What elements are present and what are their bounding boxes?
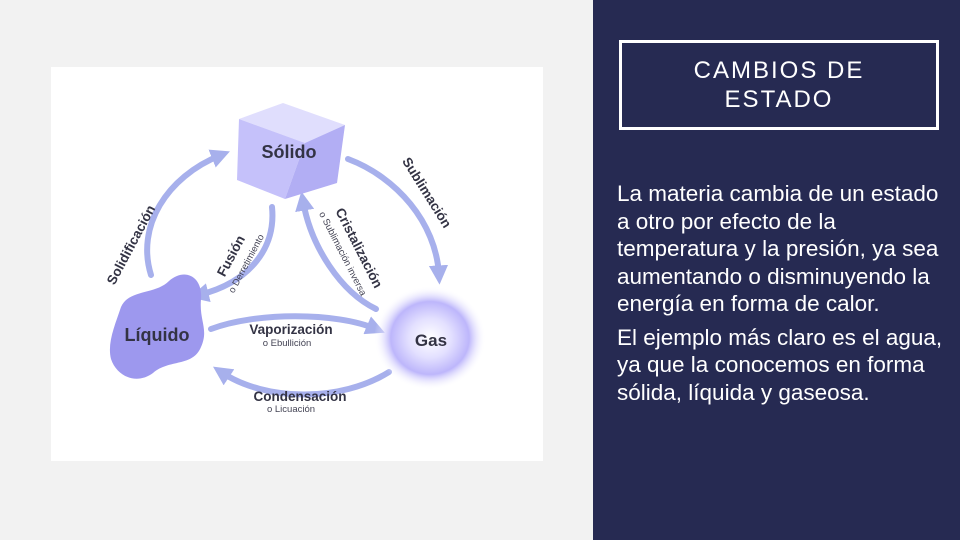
solidification-arrow: [147, 155, 221, 275]
diagram-svg: Sólido Líquido Gas Solidificación Sublim…: [51, 67, 543, 461]
states-of-matter-diagram: Sólido Líquido Gas Solidificación Sublim…: [51, 67, 543, 461]
page-title: CAMBIOS DE ESTADO: [669, 56, 889, 114]
state-label-solid: Sólido: [262, 142, 317, 162]
state-label-gas: Gas: [415, 331, 447, 350]
label-vaporization: Vaporización: [249, 322, 332, 337]
paragraph-explanation: La materia cambia de un estado a otro po…: [617, 180, 947, 318]
label-condensation-alt: o Licuación: [267, 404, 315, 415]
text-panel: CAMBIOS DE ESTADO La materia cambia de u…: [593, 0, 960, 540]
label-vaporization-alt: o Ebullición: [263, 338, 312, 349]
label-sublimation: Sublimación: [399, 155, 454, 231]
paragraph-example: El ejemplo más claro es el agua, ya que …: [617, 324, 947, 407]
title-frame: CAMBIOS DE ESTADO: [619, 40, 939, 130]
body-text: La materia cambia de un estado a otro po…: [617, 180, 947, 412]
state-label-liquid: Líquido: [125, 325, 190, 345]
label-condensation: Condensación: [253, 389, 346, 404]
